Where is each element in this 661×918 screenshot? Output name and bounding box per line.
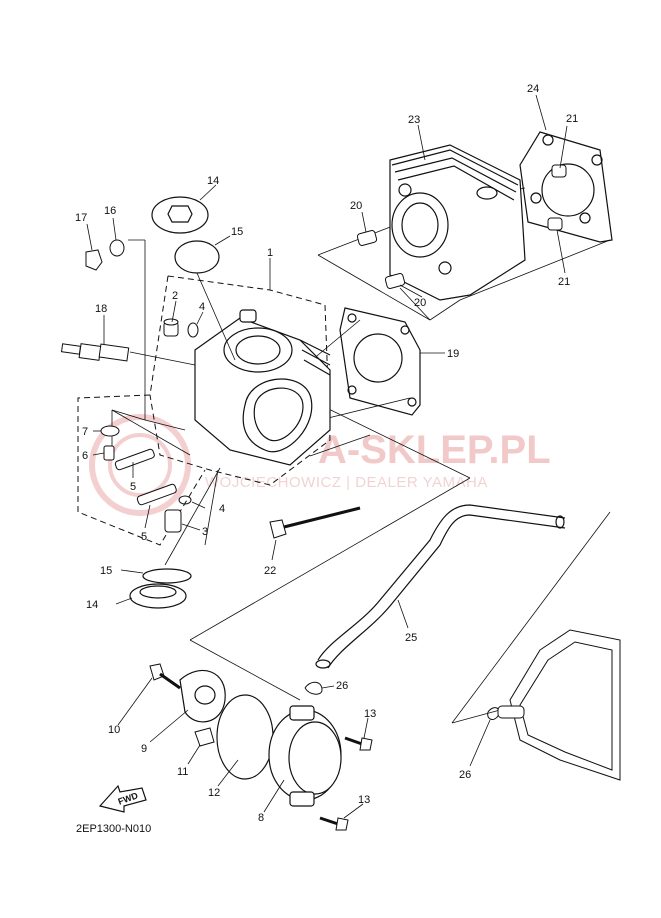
callout-10: 10	[108, 724, 120, 736]
o-ring-12	[216, 694, 274, 780]
clip-26-bottom	[487, 707, 500, 720]
callout-25: 25	[405, 632, 417, 644]
callout-14-top: 14	[207, 175, 219, 187]
callout-8: 8	[258, 812, 264, 824]
callout-18: 18	[95, 303, 107, 315]
cap-14-bottom	[129, 583, 187, 609]
washer-7	[100, 425, 120, 437]
bolt-17	[85, 249, 103, 271]
callout-11: 11	[177, 766, 188, 778]
callout-7: 7	[82, 426, 88, 438]
callout-26-bottom: 26	[459, 769, 471, 781]
watermark-sub: WOJCIECHOWICZ | DEALER YAMAHA	[205, 474, 488, 491]
clip-11	[194, 727, 215, 747]
watermark: A-SKLEP.PL WOJCIECHOWICZ | DEALER YAMAHA	[89, 414, 551, 516]
callout-leaders	[86, 94, 568, 819]
callout-15-top: 15	[231, 226, 243, 238]
shroud-9	[179, 670, 226, 723]
callout-5-bottom: 5	[141, 531, 147, 543]
callout-17: 17	[75, 212, 87, 224]
callout-21-top: 21	[566, 113, 578, 125]
callout-19: 19	[447, 348, 459, 360]
dowel-21-bottom	[547, 217, 563, 231]
thermostat-cover-8	[268, 705, 342, 807]
washer-16	[109, 239, 125, 257]
callout-20-bottom: 20	[414, 297, 426, 309]
dowel-20-top	[356, 230, 378, 246]
callout-22: 22	[264, 565, 276, 577]
callout-1: 1	[267, 247, 273, 259]
callout-12: 12	[208, 787, 220, 799]
callout-13-bottom: 13	[358, 794, 370, 806]
callout-labels: 1 2 3 4 4 5 5 6 7 8 9 10 11 12 13 13 14 …	[75, 83, 578, 824]
o-ring-15-top	[174, 240, 220, 274]
bolt-6	[103, 445, 115, 461]
callout-14-bottom: 14	[86, 599, 98, 611]
watermark-logo-ring	[89, 414, 191, 516]
callout-15-bottom: 15	[100, 565, 112, 577]
dowel-21-top	[551, 164, 567, 178]
bolt-22	[269, 506, 361, 539]
callout-4-bottom: 4	[219, 503, 225, 515]
cylinder-23	[389, 144, 526, 301]
callout-2: 2	[172, 290, 178, 302]
stud-5-top	[114, 448, 155, 471]
dowel-20-bottom	[384, 273, 406, 289]
watermark-logo-inner	[108, 433, 172, 497]
head-gasket-24	[519, 131, 613, 243]
fwd-arrow: FWD	[98, 784, 147, 813]
o-ring-4-bottom	[178, 495, 192, 505]
stud-5-bottom	[136, 483, 177, 506]
callout-26-top: 26	[336, 680, 348, 692]
callout-9: 9	[141, 743, 147, 755]
callout-24: 24	[527, 83, 539, 95]
o-ring-4-top	[187, 322, 199, 338]
cap-14-top	[151, 196, 209, 234]
callout-3: 3	[202, 526, 208, 538]
dowel-pins	[356, 164, 567, 289]
callout-21-bottom: 21	[558, 276, 570, 288]
crankcase-partial	[497, 629, 621, 781]
fitting-3	[164, 509, 182, 533]
clip-26-top	[304, 681, 323, 695]
hose-25	[315, 504, 566, 669]
spark-plug-18	[60, 343, 130, 362]
cylinder-gasket-19	[339, 307, 421, 416]
bolt-10	[149, 663, 181, 690]
callout-23: 23	[408, 114, 420, 126]
bolt-13-bottom	[319, 816, 349, 831]
plug-2	[163, 318, 179, 337]
callout-6: 6	[82, 450, 88, 462]
bolt-13-top	[344, 736, 373, 751]
o-ring-15-bottom	[142, 568, 192, 584]
callout-5-top: 5	[130, 481, 136, 493]
cylinder-head-1	[194, 309, 331, 466]
callout-16: 16	[104, 205, 116, 217]
watermark-main: A-SKLEP.PL	[318, 428, 551, 472]
callout-20-top: 20	[350, 200, 362, 212]
callout-13-top: 13	[364, 708, 376, 720]
callout-4-top: 4	[199, 301, 205, 313]
diagram-code: 2EP1300-N010	[76, 823, 151, 835]
